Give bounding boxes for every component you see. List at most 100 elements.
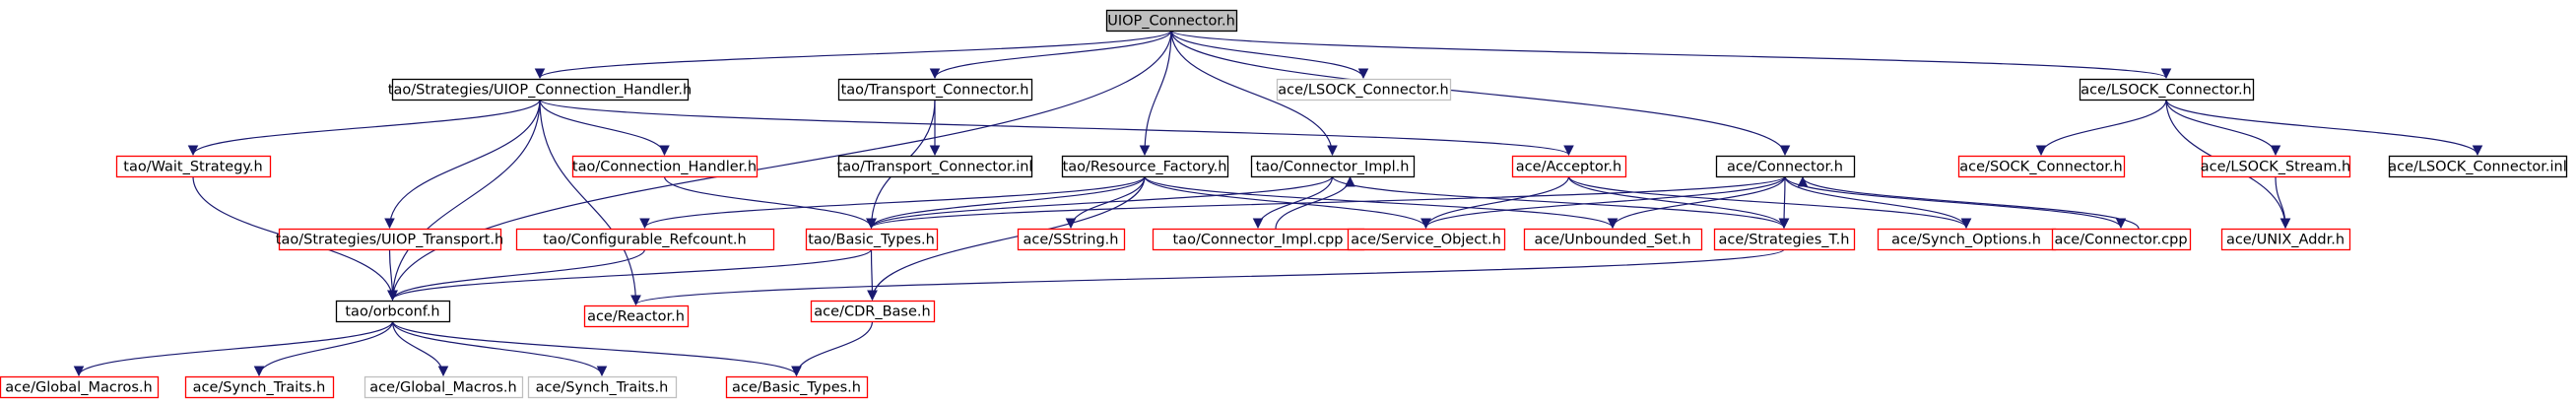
node-box[interactable] xyxy=(1250,155,1416,178)
node-root[interactable]: UIOP_Connector.h xyxy=(1105,9,1238,33)
edge-torb-to-abt xyxy=(391,320,802,377)
node-asyo[interactable]: ace/Synch_Options.h xyxy=(1877,228,2057,251)
node-alsc[interactable]: ace/LSOCK_Connector.h xyxy=(2079,78,2255,101)
node-tws[interactable]: tao/Wait_Strategy.h xyxy=(115,155,272,178)
node-box[interactable] xyxy=(391,78,690,101)
node-abt[interactable]: ace/Basic_Types.h xyxy=(725,375,869,399)
node-box[interactable] xyxy=(335,300,451,323)
node-box[interactable] xyxy=(837,155,1033,178)
node-box[interactable] xyxy=(1347,228,1506,251)
node-box[interactable] xyxy=(115,155,272,178)
node-box[interactable] xyxy=(1957,155,2126,178)
edge-torb-to-agm1 xyxy=(73,320,394,377)
node-box[interactable] xyxy=(1105,9,1238,33)
node-alss[interactable]: ace/LSOCK_Stream.h xyxy=(2201,155,2351,178)
node-box[interactable] xyxy=(1276,78,1452,101)
edge-root-to-ttc xyxy=(929,30,1172,80)
node-box[interactable] xyxy=(1061,155,1229,178)
edge-acon-to-aus xyxy=(1607,175,1786,230)
node-arx[interactable]: ace/Reactor.h xyxy=(583,304,690,328)
node-alsci[interactable]: ace/LSOCK_Connector.inl xyxy=(2388,155,2568,178)
node-alsc_ext[interactable]: ace/LSOCK_Connector.h xyxy=(1276,78,1452,101)
node-box[interactable] xyxy=(515,228,775,251)
node-box[interactable] xyxy=(805,228,939,251)
node-tcr[interactable]: tao/Configurable_Refcount.h xyxy=(515,228,775,251)
node-box[interactable] xyxy=(184,375,335,399)
node-label: tao/Transport_Connector.inl xyxy=(837,160,1033,175)
edge-tbt-to-acdr xyxy=(867,248,878,302)
node-uch[interactable]: tao/Strategies/UIOP_Connection_Handler.h xyxy=(388,78,692,101)
node-torb[interactable]: tao/orbconf.h xyxy=(335,300,451,323)
node-label: tao/Wait_Strategy.h xyxy=(123,160,262,175)
node-tci[interactable]: tao/Connector_Impl.h xyxy=(1250,155,1416,178)
node-label: ace/Connector.h xyxy=(1727,160,1843,175)
node-aacc[interactable]: ace/Acceptor.h xyxy=(1511,155,1627,178)
node-agm1[interactable]: ace/Global_Macros.h xyxy=(0,375,160,399)
node-box[interactable] xyxy=(363,375,524,399)
edge-alsc-to-alss xyxy=(2165,99,2281,157)
node-label: ace/Synch_Traits.h xyxy=(193,380,326,396)
node-tsut[interactable]: tao/Strategies/UIOP_Transport.h xyxy=(276,228,503,251)
node-aso[interactable]: ace/Service_Object.h xyxy=(1347,228,1506,251)
edge-ast-to-arx xyxy=(630,248,1785,306)
node-label: tao/Connector_Impl.h xyxy=(1256,160,1410,175)
node-agm2[interactable]: ace/Global_Macros.h xyxy=(363,375,524,399)
node-box[interactable] xyxy=(2388,155,2568,178)
node-tch[interactable]: tao/Connection_Handler.h xyxy=(571,155,759,178)
edge-root-to-torb xyxy=(387,30,1172,302)
node-asyt2[interactable]: ace/Synch_Traits.h xyxy=(527,375,678,399)
edge-torb-to-agm2 xyxy=(391,320,449,377)
edge-root-to-trf xyxy=(1139,30,1172,157)
node-box[interactable] xyxy=(1017,228,1126,251)
node-box[interactable] xyxy=(2051,228,2192,251)
node-ttc[interactable]: tao/Transport_Connector.h xyxy=(837,78,1033,101)
edge-tci-to-ast xyxy=(1331,175,1790,230)
node-box[interactable] xyxy=(837,78,1033,101)
node-acdr[interactable]: ace/CDR_Base.h xyxy=(810,300,936,323)
node-tbt[interactable]: tao/Basic_Types.h xyxy=(805,228,939,251)
node-box[interactable] xyxy=(2201,155,2351,178)
node-label: ace/LSOCK_Stream.h xyxy=(2201,160,2351,175)
node-label: ace/LSOCK_Connector.h xyxy=(1278,83,1449,99)
node-box[interactable] xyxy=(810,300,936,323)
edge-aacc-to-ast xyxy=(1567,175,1790,230)
node-label: tao/Connector_Impl.cpp xyxy=(1173,233,1344,248)
node-box[interactable] xyxy=(725,375,869,399)
node-box[interactable] xyxy=(2220,228,2351,251)
node-box[interactable] xyxy=(2079,78,2255,101)
node-aconc[interactable]: ace/Connector.cpp xyxy=(2051,228,2192,251)
node-trf[interactable]: tao/Resource_Factory.h xyxy=(1061,155,1229,178)
node-aua[interactable]: ace/UNIX_Addr.h xyxy=(2220,228,2351,251)
node-tcic[interactable]: tao/Connector_Impl.cpp xyxy=(1152,228,1365,251)
node-label: ace/Strategies_T.h xyxy=(1719,233,1850,248)
edge-uch-to-torb xyxy=(387,99,541,302)
node-ast[interactable]: ace/Strategies_T.h xyxy=(1713,228,1856,251)
node-label: tao/Configurable_Refcount.h xyxy=(543,233,746,248)
node-label: ace/SString.h xyxy=(1024,233,1119,248)
node-asockc[interactable]: ace/SOCK_Connector.h xyxy=(1957,155,2126,178)
edge-alsc-to-asockc xyxy=(2035,99,2167,157)
node-box[interactable] xyxy=(571,155,759,178)
node-ttci[interactable]: tao/Transport_Connector.inl xyxy=(837,155,1033,178)
node-ass[interactable]: ace/SString.h xyxy=(1017,228,1126,251)
node-acon[interactable]: ace/Connector.h xyxy=(1715,155,1856,178)
node-asyt1[interactable]: ace/Synch_Traits.h xyxy=(184,375,335,399)
node-label: tao/Connection_Handler.h xyxy=(572,160,757,175)
node-box[interactable] xyxy=(527,375,678,399)
node-box[interactable] xyxy=(1523,228,1703,251)
edge-aconc-to-acon xyxy=(1797,175,2140,230)
edge-root-to-alsc_ext xyxy=(1170,30,1369,80)
node-label: ace/CDR_Base.h xyxy=(814,304,930,320)
node-box[interactable] xyxy=(278,228,502,251)
node-box[interactable] xyxy=(1715,155,1856,178)
node-box[interactable] xyxy=(583,304,690,328)
node-aus[interactable]: ace/Unbounded_Set.h xyxy=(1523,228,1703,251)
node-label: ace/Global_Macros.h xyxy=(369,380,516,396)
node-box[interactable] xyxy=(0,375,160,399)
node-box[interactable] xyxy=(1511,155,1627,178)
node-box[interactable] xyxy=(1713,228,1856,251)
node-label: tao/Strategies/UIOP_Connection_Handler.h xyxy=(388,83,692,99)
edge-trf-to-aso xyxy=(1144,175,1431,230)
edge-uch-to-tsut xyxy=(384,99,541,230)
